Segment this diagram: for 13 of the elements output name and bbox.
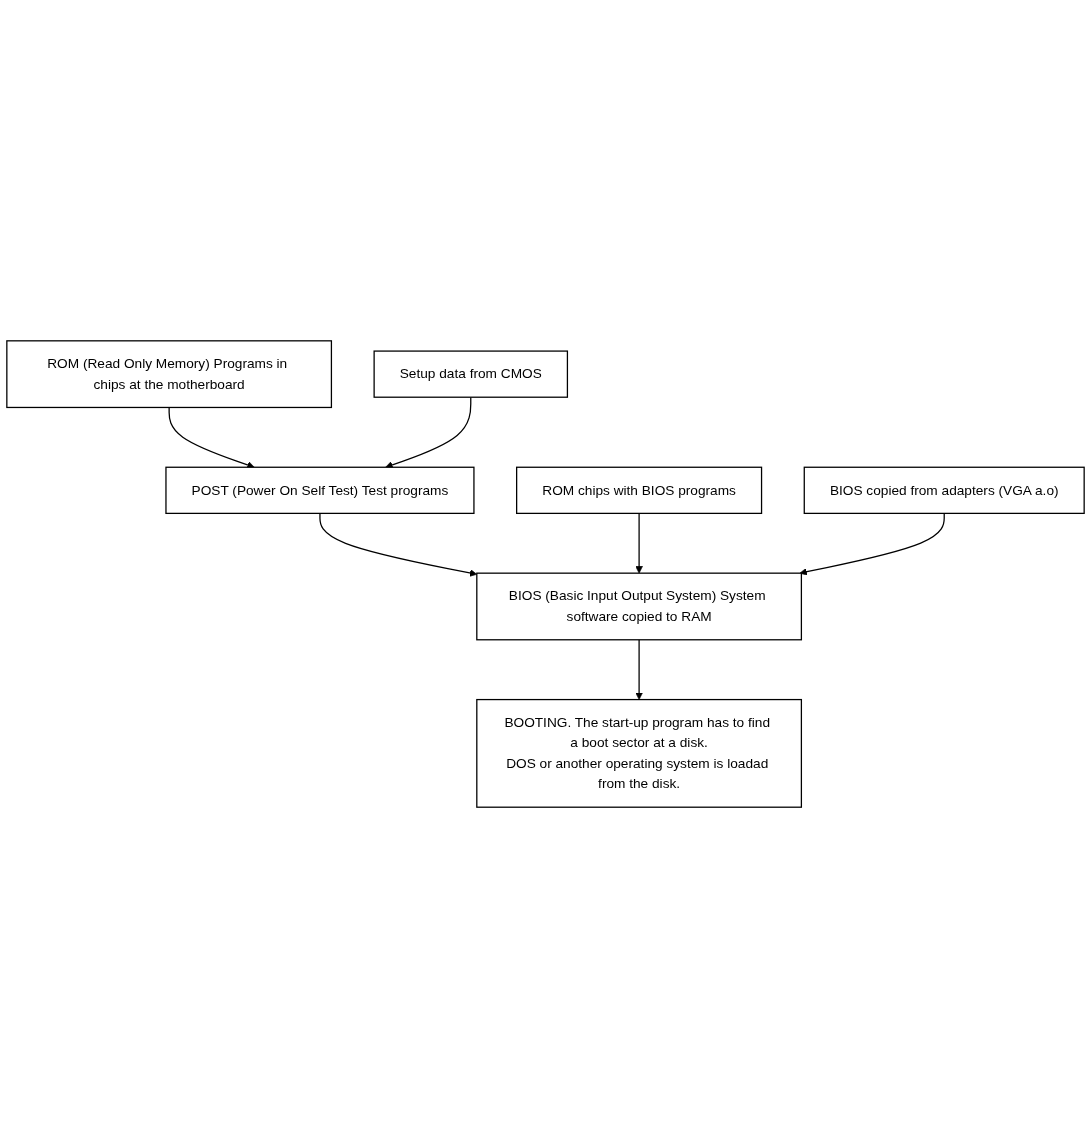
arrow: [319, 512, 478, 577]
arrow: [635, 639, 643, 700]
arrow: [635, 512, 643, 574]
node-box: ROM (Read Only Memory) Programs in chips at the motherboard: [6, 340, 333, 409]
arrow: [168, 406, 255, 469]
node-box: ROM chips with BIOS programs: [516, 466, 763, 514]
arrow: [385, 396, 472, 469]
node-box: BOOTING. The start-up program has to find a boot sector at a disk. DOS or another operating system is loadad from the disk.: [476, 698, 803, 808]
node-box: BIOS copied from adapters (VGA a.o): [803, 466, 1085, 514]
node-box: BIOS (Basic Input Output System) System software copied to RAM: [476, 572, 803, 641]
node-box: POST (Power On Self Test) Test programs: [165, 466, 475, 514]
node-box: Setup data from CMOS: [373, 350, 569, 398]
arrow: [799, 512, 945, 576]
